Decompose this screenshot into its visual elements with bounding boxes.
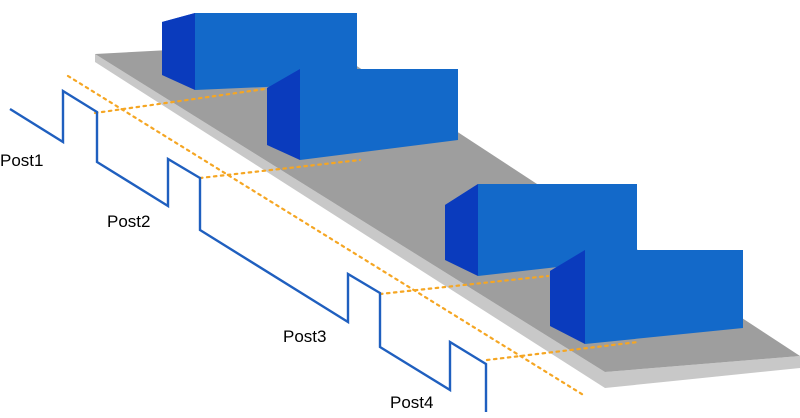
post-label-4: Post4 — [390, 393, 433, 412]
sensor-beam-post1 — [93, 87, 267, 115]
sensor-beams — [66, 74, 640, 398]
sensor-beam-post4 — [485, 340, 640, 362]
post-label-3: Post3 — [283, 327, 326, 346]
box-front-face — [300, 69, 458, 160]
sensor-beam-post3 — [378, 274, 550, 296]
box-front-face — [585, 250, 743, 344]
box-side-face — [550, 250, 585, 344]
signal-waveform — [9, 88, 488, 412]
box-4 — [550, 250, 743, 344]
box-2 — [267, 69, 458, 160]
sensor-beam-post2 — [198, 158, 362, 180]
box-side-face — [445, 184, 478, 276]
box-side-face — [267, 69, 300, 160]
post-label-2: Post2 — [107, 212, 150, 231]
sensor-boundary-line — [66, 74, 587, 398]
post-label-1: Post1 — [0, 151, 43, 170]
box-side-face — [162, 13, 195, 90]
